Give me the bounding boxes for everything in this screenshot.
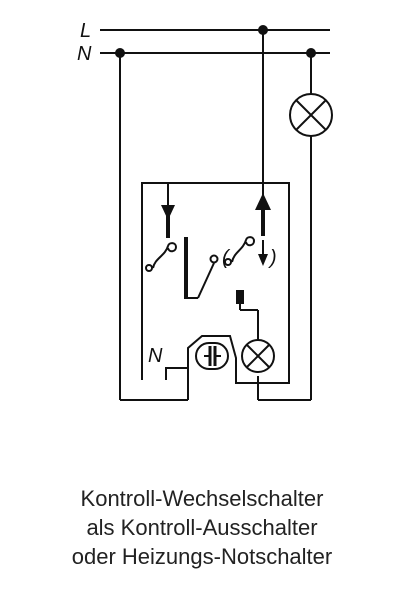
switch-blade [197,262,215,299]
junction-n-left [115,48,125,58]
glow-lamp-icon [195,342,229,370]
lamp-icon [289,93,333,137]
caption-line-1: Kontroll-Wechselschalter [80,486,324,511]
label-l: L [80,20,91,42]
label-paren-close: ) [268,247,277,269]
caption-line-3: oder Heizungs-Notschalter [71,544,333,569]
switch-pivot [209,254,219,264]
arrow-down-small-icon [258,254,268,266]
caption-line-2: als Kontroll-Ausschalter [86,515,318,540]
caption: Kontroll-Wechselschalter als Kontroll-Au… [0,484,404,571]
arrow-up-icon [255,193,271,210]
indicator-lamp-icon [241,339,275,373]
switch-housing [141,182,290,384]
switch-contact-icon [152,242,178,269]
junction-l [258,25,268,35]
switch-contact-icon-right [231,236,256,263]
label-inner-n: N [148,345,163,367]
fixed-contact [236,290,244,304]
label-n: N [77,43,92,65]
junction-n-right [306,48,316,58]
wiring-diagram: L N N ( ) [77,20,333,401]
label-paren-open: ( [222,247,231,269]
